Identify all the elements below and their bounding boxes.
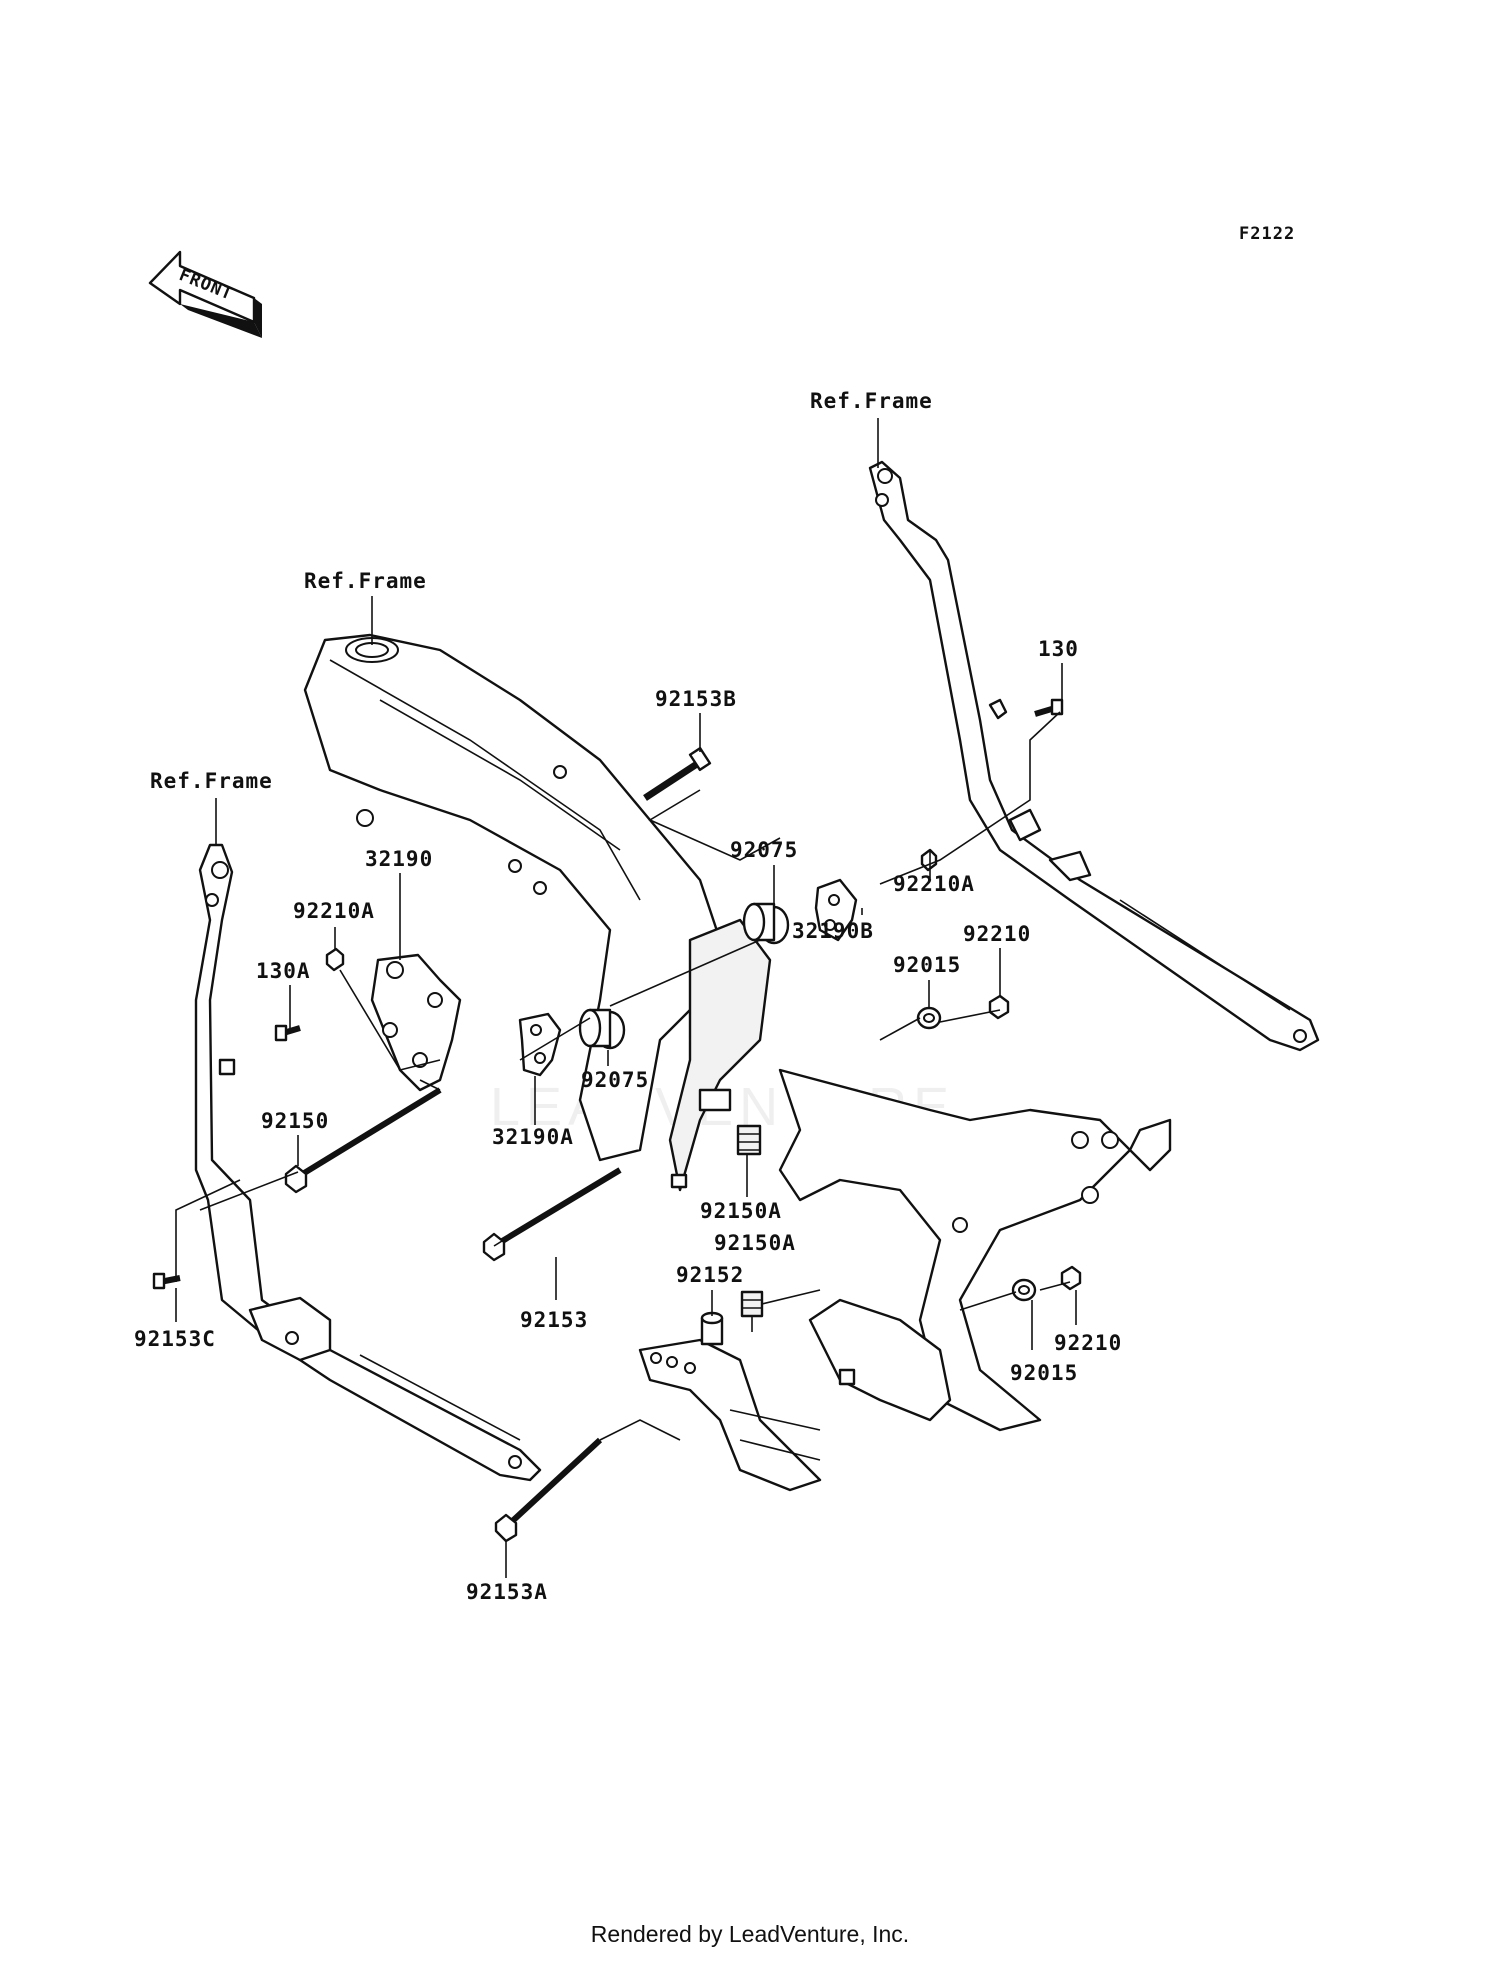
label-ref-frame-left: Ref.Frame [150,769,273,793]
label-92015-upper: 92015 [893,953,961,977]
label-92075-lower: 92075 [581,1068,649,1092]
label-92015-lower: 92015 [1010,1361,1078,1385]
label-92075-upper: 92075 [730,838,798,862]
label-32190: 32190 [365,847,433,871]
footer-credit: Rendered by LeadVenture, Inc. [591,1921,909,1947]
washer-92015-lower [1011,1278,1037,1302]
label-92210A-left: 92210A [293,899,375,923]
bolt-92153 [482,1167,622,1262]
label-130A: 130A [256,959,311,983]
label-92210-lower: 92210 [1054,1331,1122,1355]
bolt-92153A [494,1437,603,1543]
label-ref-frame-top-right: Ref.Frame [810,389,933,413]
bolt-92153B [643,746,712,801]
leader-lines [175,418,1077,1578]
label-92150A-lower: 92150A [714,1231,796,1255]
label-92153B: 92153B [655,687,737,711]
label-130: 130 [1038,637,1079,661]
label-92152: 92152 [676,1263,744,1287]
label-92210A-right: 92210A [893,872,975,896]
label-32190A: 32190A [492,1125,574,1149]
label-92153: 92153 [520,1308,588,1332]
collar-92150A-upper [736,1124,762,1156]
figure-code: F2122 [1239,224,1295,244]
collar-92150A-lower [740,1290,764,1318]
bracket-32190A [518,1012,562,1077]
nut-92210-lower [1060,1265,1082,1291]
label-92150: 92150 [261,1109,329,1133]
front-arrow-icon: FRONT [148,250,262,338]
damper-92075-lower [578,1008,626,1050]
label-92153A: 92153A [466,1580,548,1604]
damper-92075-upper [742,902,790,945]
right-frame-tube [868,460,1320,1052]
label-32190B: 32190B [792,919,874,943]
bracket-32190 [370,953,462,1092]
collar-92152 [700,1311,724,1346]
nut-92210-upper [988,994,1010,1020]
label-92150A-upper: 92150A [700,1199,782,1223]
bracket-32190B [814,878,858,942]
bolt-92150 [284,1087,442,1194]
washer-92015-upper [916,1006,942,1030]
label-92210-upper: 92210 [963,922,1031,946]
nut-92210A-left [325,947,345,972]
lower-cradle-frame [638,1068,1172,1492]
label-92153C: 92153C [134,1327,216,1351]
left-frame-tube [194,843,542,1482]
label-ref-frame-top-left: Ref.Frame [304,569,427,593]
bolt-130A [274,1024,301,1042]
bolt-130 [1034,698,1064,717]
